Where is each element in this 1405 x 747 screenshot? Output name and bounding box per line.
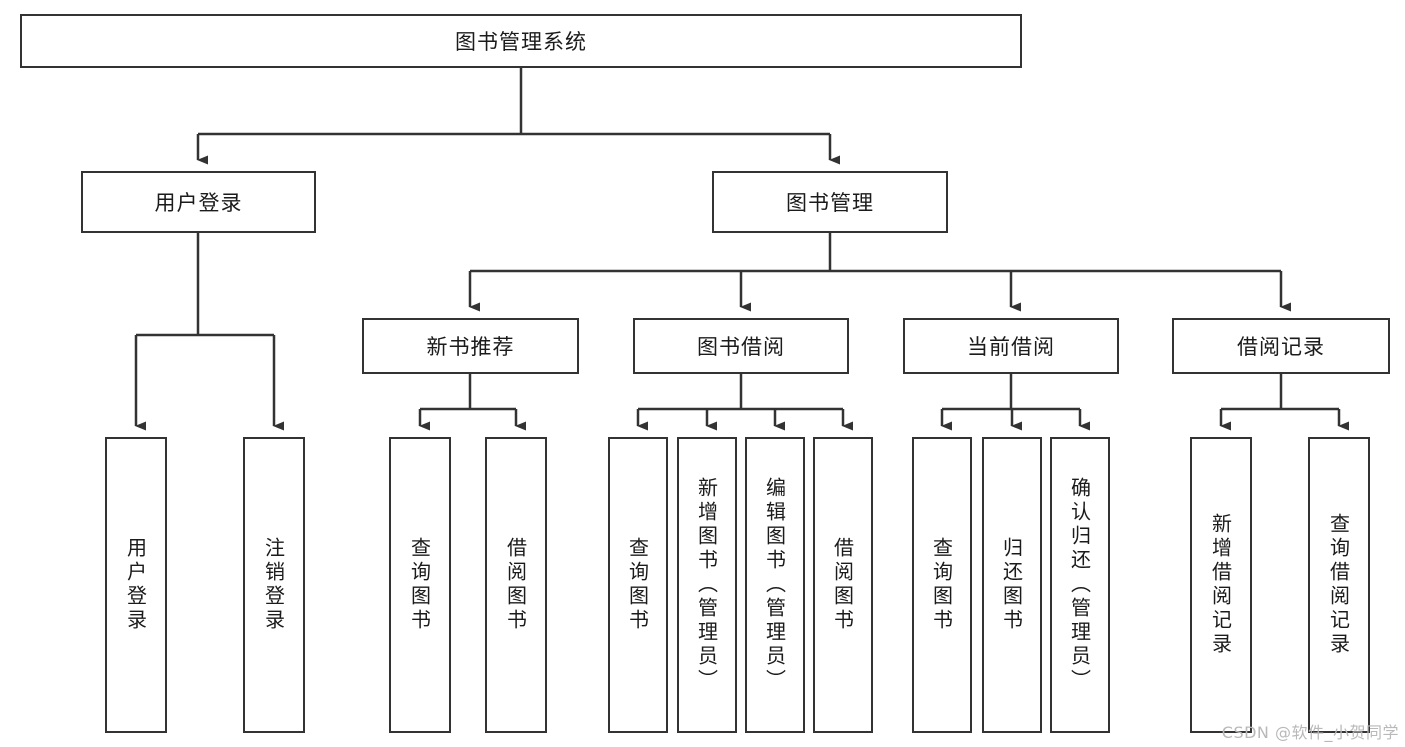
leaf-return-book[interactable]: 归还图书 bbox=[982, 437, 1042, 733]
leaf-confirm-return-admin[interactable]: 确认归还（管理员） bbox=[1050, 437, 1110, 733]
node-current-borrow[interactable]: 当前借阅 bbox=[903, 318, 1119, 374]
node-borrow-record[interactable]: 借阅记录 bbox=[1172, 318, 1390, 374]
node-book-borrow[interactable]: 图书借阅 bbox=[633, 318, 849, 374]
leaf-query-book-recommend[interactable]: 查询图书 bbox=[389, 437, 451, 733]
node-book-management[interactable]: 图书管理 bbox=[712, 171, 948, 233]
node-new-book-recommend[interactable]: 新书推荐 bbox=[362, 318, 579, 374]
current-borrow-to-leaf-connectors bbox=[940, 374, 1090, 431]
book-borrow-to-leaf-connectors bbox=[636, 374, 853, 431]
leaf-query-book-current[interactable]: 查询图书 bbox=[912, 437, 972, 733]
leaf-logout-login[interactable]: 注销登录 bbox=[243, 437, 305, 733]
leaf-query-book-borrow[interactable]: 查询图书 bbox=[608, 437, 668, 733]
borrow-record-to-leaf-connectors bbox=[1219, 374, 1349, 431]
leaf-borrow-book[interactable]: 借阅图书 bbox=[813, 437, 873, 733]
leaf-borrow-book-recommend[interactable]: 借阅图书 bbox=[485, 437, 547, 733]
leaf-edit-book-admin[interactable]: 编辑图书（管理员） bbox=[745, 437, 805, 733]
leaf-query-borrow-record[interactable]: 查询借阅记录 bbox=[1308, 437, 1370, 733]
leaf-user-login[interactable]: 用户登录 bbox=[105, 437, 167, 733]
new-book-recommend-to-leaf-connectors bbox=[418, 374, 526, 431]
user-login-to-leaf-connectors bbox=[134, 233, 284, 431]
book-manage-to-level2-connectors bbox=[468, 233, 1291, 312]
leaf-add-borrow-record[interactable]: 新增借阅记录 bbox=[1190, 437, 1252, 733]
leaf-add-book-admin[interactable]: 新增图书（管理员） bbox=[677, 437, 737, 733]
node-user-login[interactable]: 用户登录 bbox=[81, 171, 316, 233]
root-to-level1-connectors bbox=[196, 68, 840, 165]
node-root-book-management-system[interactable]: 图书管理系统 bbox=[20, 14, 1022, 68]
